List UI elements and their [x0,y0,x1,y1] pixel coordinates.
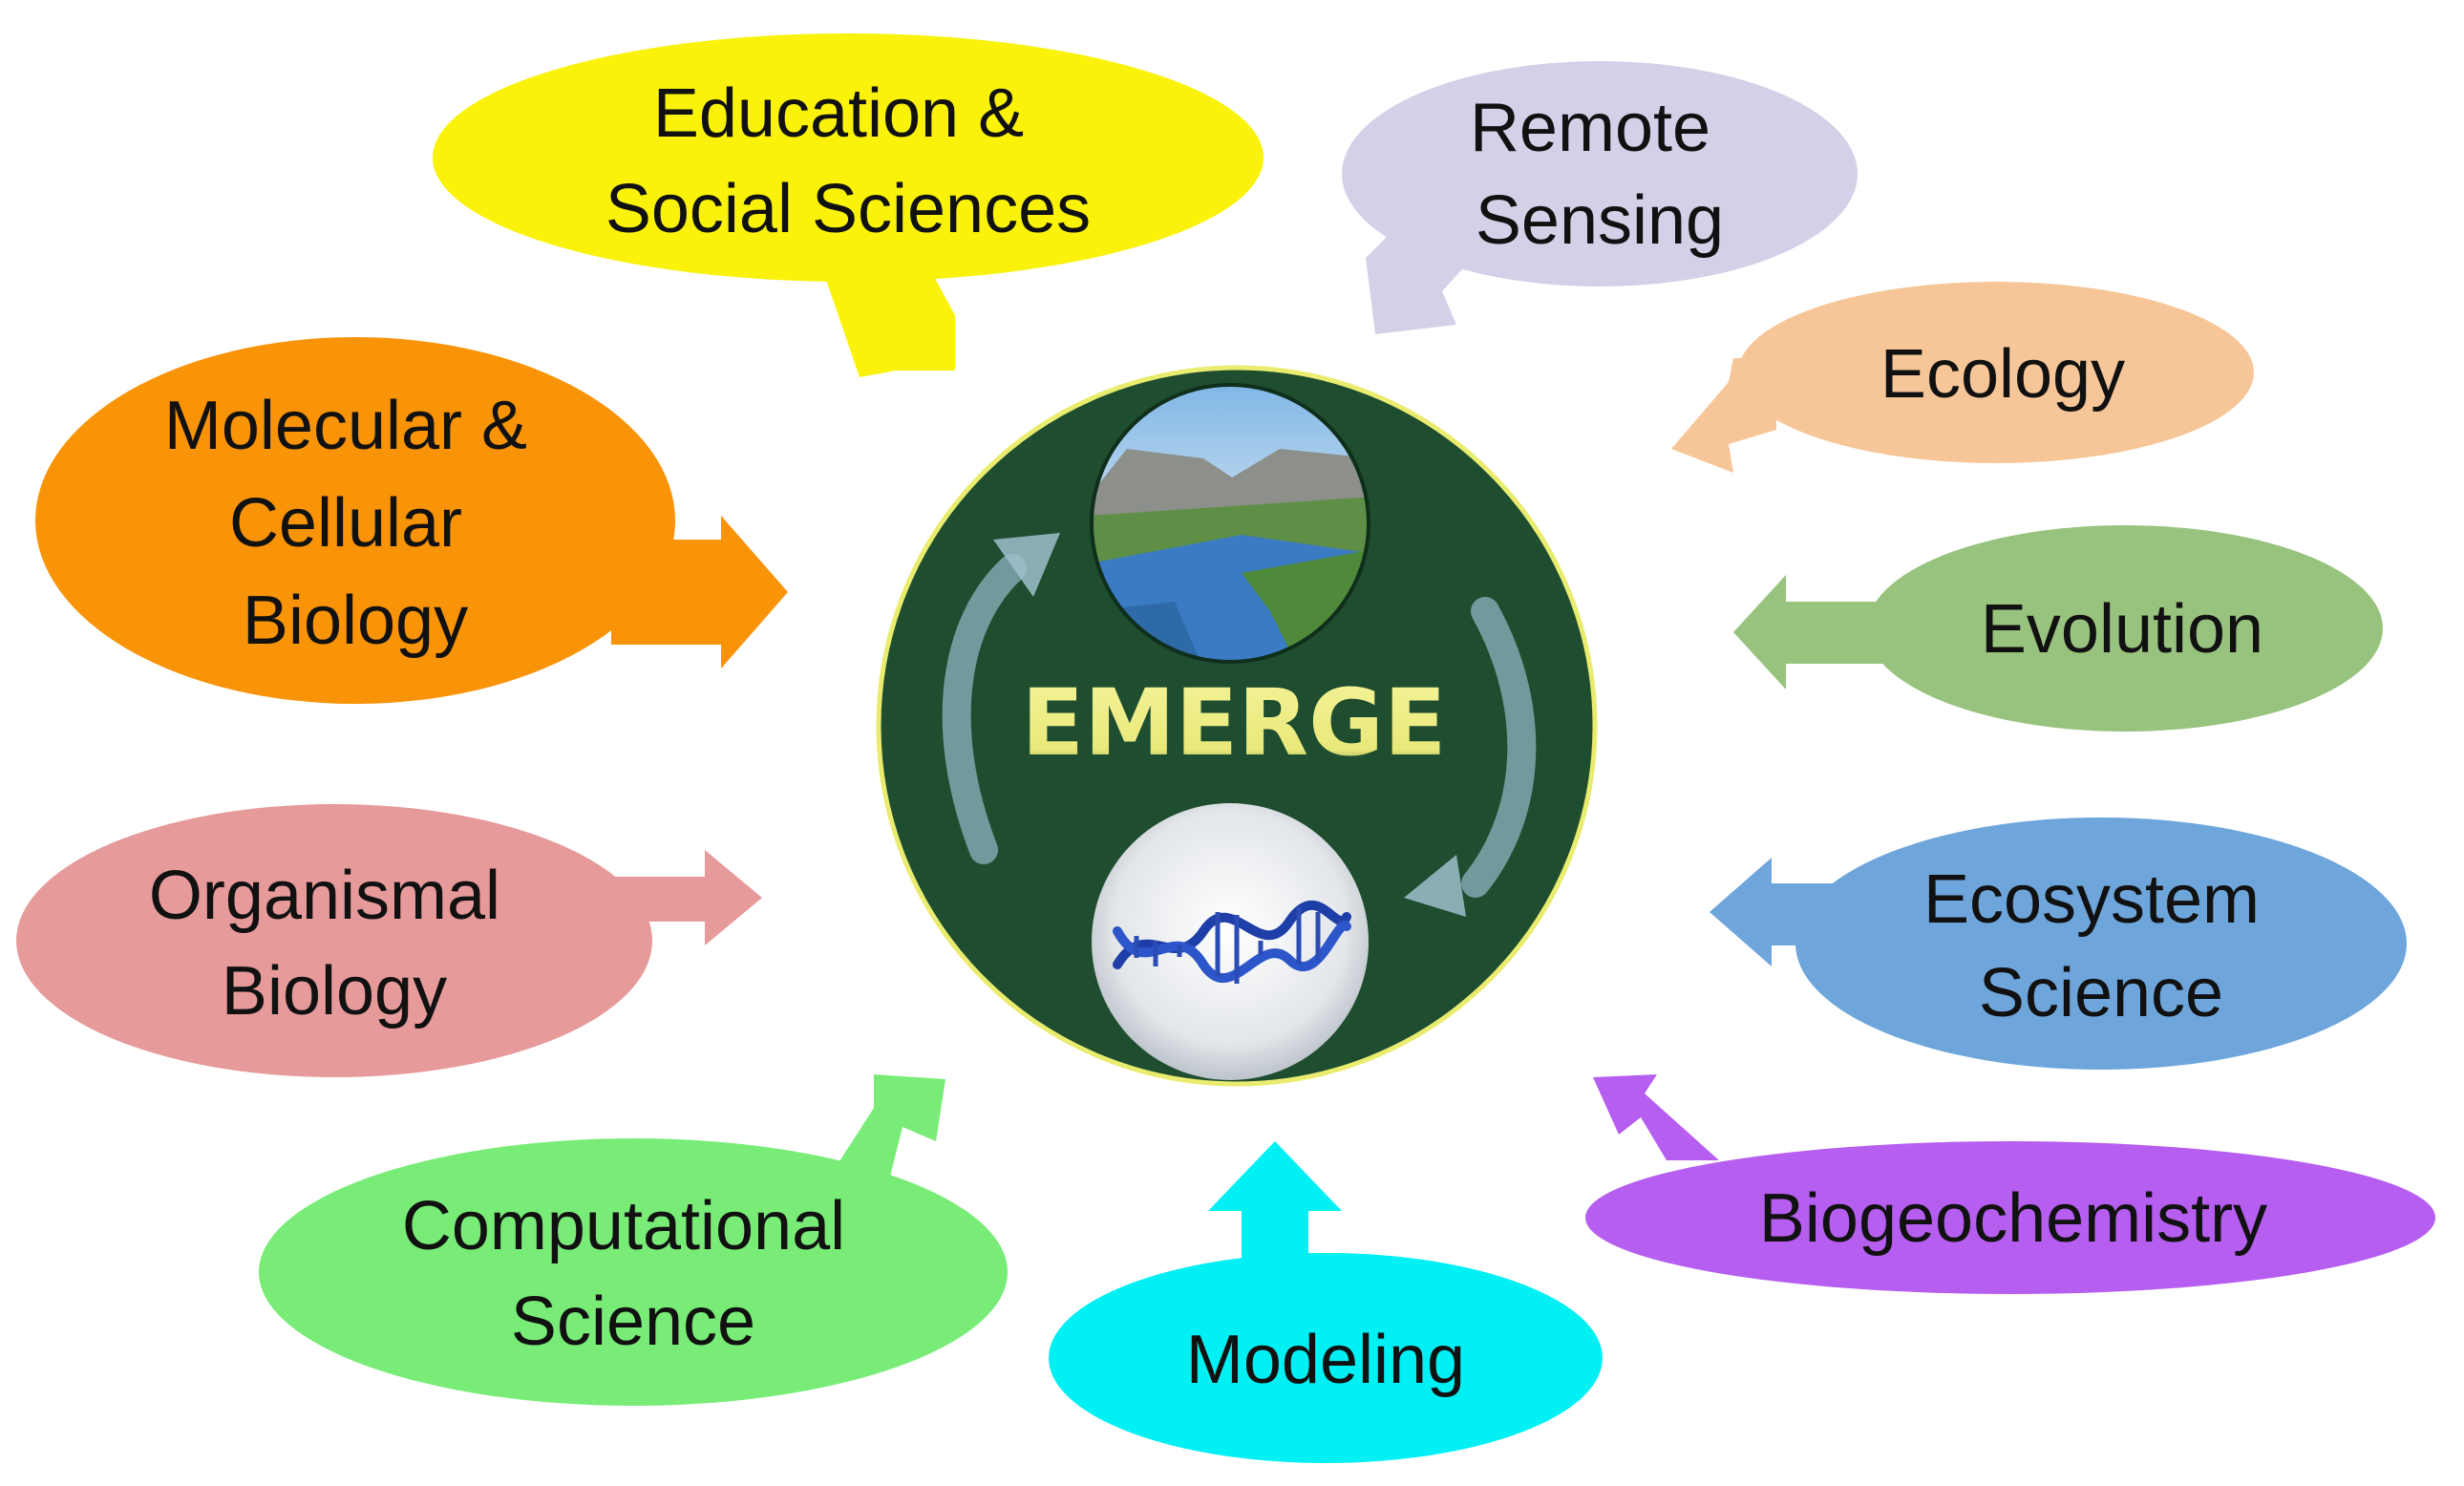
ecosystem-label-line-1: Ecosystem [1923,861,2260,938]
computational-label: Computational Science [402,1188,864,1360]
biogeochemistry-ellipse [1585,1141,2435,1294]
education-bubble [433,33,1264,377]
organismal-label-line-1: Organismal [149,858,500,934]
evolution-label-line-1: Evolution [1981,591,2263,668]
biogeochemistry-label-line-1: Biogeochemistry [1759,1180,2267,1257]
education-label: Education & Social Sciences [605,75,1091,247]
education-ellipse [433,33,1264,282]
cycle-arrow-left [942,554,1027,864]
dna-helix-icon [1113,901,1351,984]
organismal-ellipse [16,804,652,1077]
remote-sensing-label-line-1: Remote [1470,90,1710,166]
computational-label-line-2: Science [511,1284,755,1360]
modeling-ellipse [1049,1253,1603,1463]
computational-ellipse [259,1138,1008,1406]
modeling-bubble [1049,1141,1603,1463]
cycle-arrow-left-head [993,533,1060,597]
molecular-ellipse [35,337,675,704]
biogeochemistry-label: Biogeochemistry [1759,1180,2267,1257]
molecular-bubble [35,337,788,704]
emerge-title: EMERGE [1022,669,1447,776]
computational-label-line-1: Computational [402,1188,845,1264]
cycle-arrow-right [1461,597,1537,898]
center-disc [876,365,1598,1087]
computational-arrow [831,1074,945,1184]
molecular-label-line-1: Molecular & [164,388,527,464]
computational-bubble [259,1074,1008,1406]
molecular-label-line-2: Cellular [229,485,462,562]
remote-sensing-label: Remote Sensing [1470,90,1730,259]
molecular-label-line-3: Biology [243,583,468,659]
ecology-label-line-1: Ecology [1880,336,2125,413]
evolution-bubble [1733,525,2383,732]
ecosystem-label-line-2: Science [1979,955,2223,1031]
modeling-arrow [1208,1141,1342,1280]
education-label-line-2: Social Sciences [605,171,1091,247]
molecular-label: Molecular & Cellular Biology [164,388,546,659]
biogeochemistry-bubble [1585,1074,2435,1294]
ecology-label: Ecology [1880,336,2125,413]
emerge-center: EMERGE [876,365,1598,1087]
ecosystem-bubble [1710,817,2407,1070]
ecosystem-ellipse [1795,817,2407,1070]
evolution-arrow [1733,575,1896,690]
dna-image [1092,803,1369,1080]
education-label-line-1: Education & [653,75,1024,152]
ecology-bubble [1671,282,2254,473]
modeling-label-line-1: Modeling [1186,1322,1465,1398]
evolution-ellipse [1867,525,2383,732]
remote-sensing-bubble [1342,61,1858,334]
organismal-bubble [16,804,762,1077]
organismal-label-line-2: Biology [222,953,447,1030]
remote-sensing-label-line-2: Sensing [1476,182,1724,259]
organismal-label: Organismal Biology [149,858,520,1030]
ecosystem-label: Ecosystem Science [1923,861,2279,1031]
biogeochemistry-arrow [1593,1074,1719,1160]
cycle-arrow-right-head [1404,855,1466,917]
ecology-ellipse [1738,282,2254,463]
modeling-label: Modeling [1186,1322,1465,1398]
evolution-label: Evolution [1981,591,2263,668]
remote-sensing-ellipse [1342,61,1858,287]
